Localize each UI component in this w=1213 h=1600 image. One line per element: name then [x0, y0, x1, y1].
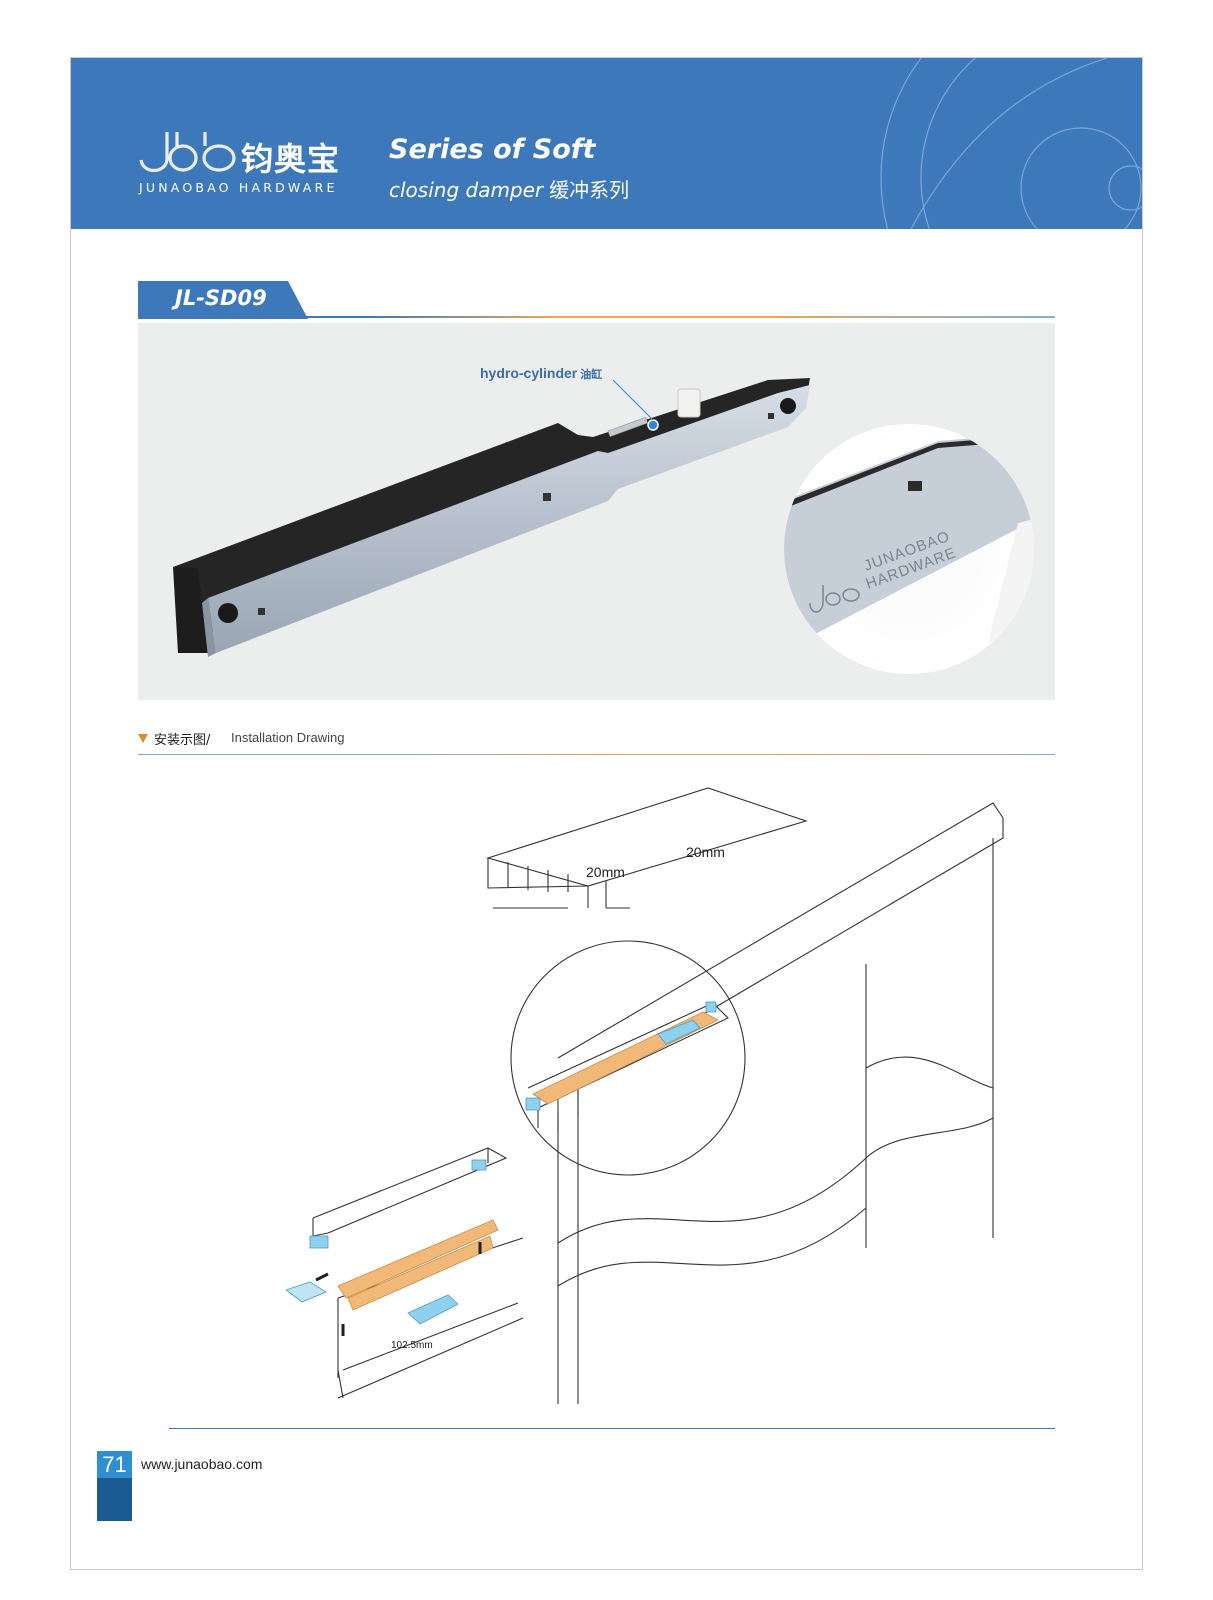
- installation-heading: 安装示图/ Installation Drawing: [138, 727, 1055, 753]
- model-label: JL-SD09: [175, 286, 267, 310]
- callout-en: hydro-cylinder: [480, 365, 578, 381]
- series-title: Series of Soft: [389, 134, 596, 165]
- website-link[interactable]: www.junaobao.com: [141, 1456, 263, 1472]
- dim-width: 20mm: [586, 864, 625, 880]
- installation-divider: [138, 754, 1055, 755]
- header-decoration: [880, 58, 1142, 229]
- dim-height: 20mm: [686, 844, 725, 860]
- logo-chinese-name: 钧奥宝: [241, 140, 341, 178]
- dim-offset: 102.5mm: [391, 1340, 433, 1351]
- header-banner: 钧奥宝 JUNAOBAO HARDWARE Series of Soft clo…: [71, 58, 1142, 229]
- logo-english-name: JUNAOBAO HARDWARE: [139, 180, 338, 195]
- series-subtitle-en: closing damper: [389, 178, 544, 202]
- model-tab: [138, 281, 308, 319]
- page-number-box: [97, 1451, 132, 1478]
- hydro-cylinder-marker: [647, 419, 659, 431]
- model-divider: [138, 316, 1055, 318]
- series-subtitle-cn: 缓冲系列: [549, 178, 630, 202]
- catalog-page: 钧奥宝 JUNAOBAO HARDWARE Series of Soft clo…: [70, 57, 1143, 1570]
- callout-line: [612, 379, 654, 421]
- footer-divider: [169, 1428, 1055, 1429]
- installation-heading-cn: 安装示图/: [154, 733, 211, 748]
- installation-heading-en: Installation Drawing: [231, 730, 345, 745]
- installation-drawing: 20mm 20mm 102.5mm: [138, 758, 1055, 1418]
- logo-icon: [139, 132, 236, 173]
- page-number-tab: [97, 1478, 132, 1521]
- installation-linework: [285, 787, 1004, 1404]
- page-number: 71: [102, 1452, 127, 1477]
- callout-cn: 油缸: [580, 368, 603, 381]
- triangle-bullet-icon: [138, 734, 148, 743]
- damper-illustration: JUNAOBAO HARDWARE: [173, 378, 1034, 674]
